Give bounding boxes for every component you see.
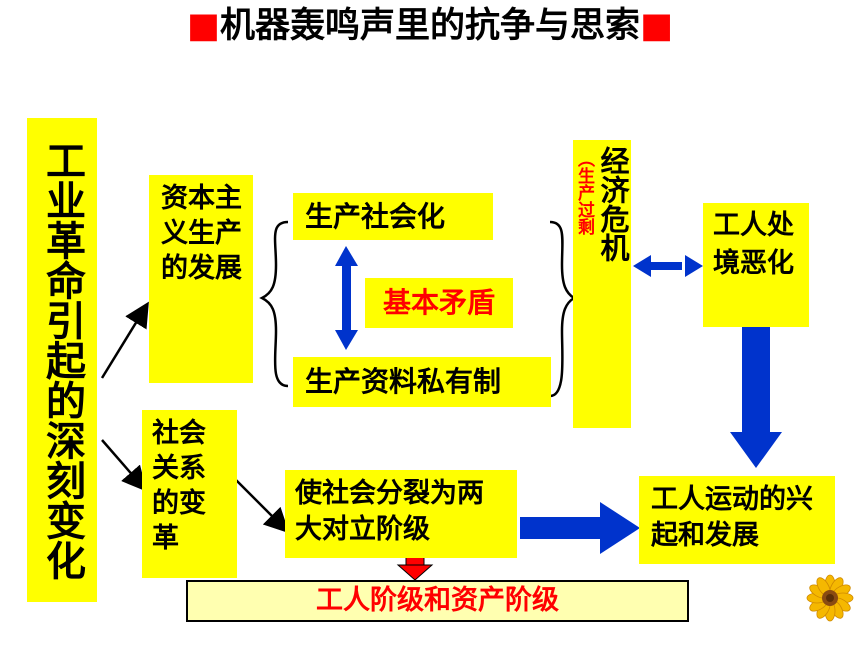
private-ownership-box: 生产资料私有制 — [293, 357, 551, 407]
title-marker-right: ■ — [640, 6, 674, 46]
economic-crisis-box: 经济危机 （生产过剩 — [573, 140, 631, 428]
workers-movement-text: 工人运动的兴起和发展 — [651, 484, 813, 551]
production-socialization-box: 生产社会化 — [293, 193, 493, 240]
workers-worsen-text: 工人处境恶化 — [713, 210, 794, 279]
sunflower-icon — [806, 574, 854, 622]
basic-contradiction-box: 基本矛盾 — [365, 278, 513, 328]
basic-contradiction-text: 基本矛盾 — [382, 286, 495, 319]
social-relation-change-box: 社会关系的变革 — [142, 410, 237, 578]
workers-worsen-box: 工人处境恶化 — [703, 203, 809, 327]
title-marker-left: ■ — [186, 6, 220, 46]
classes-box: 工人阶级和资产阶级 — [186, 580, 689, 622]
arrow-to-two-classes — [235, 479, 290, 534]
classes-text: 工人阶级和资产阶级 — [316, 585, 559, 616]
capitalism-development-box: 资本主义生产的发展 — [149, 175, 253, 383]
capitalism-development-text: 资本主义生产的发展 — [161, 183, 242, 284]
overproduction-note: （生产过剩 — [574, 150, 594, 235]
private-ownership-text: 生产资料私有制 — [305, 365, 502, 398]
contradiction-double-arrow — [335, 246, 358, 350]
crisis-workers-double-arrow — [633, 255, 703, 277]
down-arrow-to-movement — [730, 326, 782, 468]
right-arrow-to-movement — [520, 502, 640, 554]
industrial-revolution-box: 工业革命引起的深刻变化 — [27, 118, 97, 602]
right-brace — [549, 220, 577, 398]
workers-movement-box: 工人运动的兴起和发展 — [639, 476, 835, 564]
production-socialization-text: 生产社会化 — [305, 200, 446, 233]
left-brace — [259, 220, 289, 388]
arrow-to-social-change — [101, 439, 147, 492]
industrial-revolution-text: 工业革命引起的深刻变化 — [39, 140, 85, 580]
two-classes-text: 使社会分裂为两大对立阶级 — [295, 478, 484, 545]
page-title: ■机器轰鸣声里的抗争与思索■ — [0, 0, 860, 52]
social-relation-change-text: 社会关系的变革 — [152, 418, 206, 554]
arrow-to-capitalism — [100, 301, 149, 379]
economic-crisis-text: 经济危机 — [596, 146, 630, 262]
two-classes-box: 使社会分裂为两大对立阶级 — [285, 470, 517, 558]
title-text: 机器轰鸣声里的抗争与思索 — [219, 6, 640, 46]
